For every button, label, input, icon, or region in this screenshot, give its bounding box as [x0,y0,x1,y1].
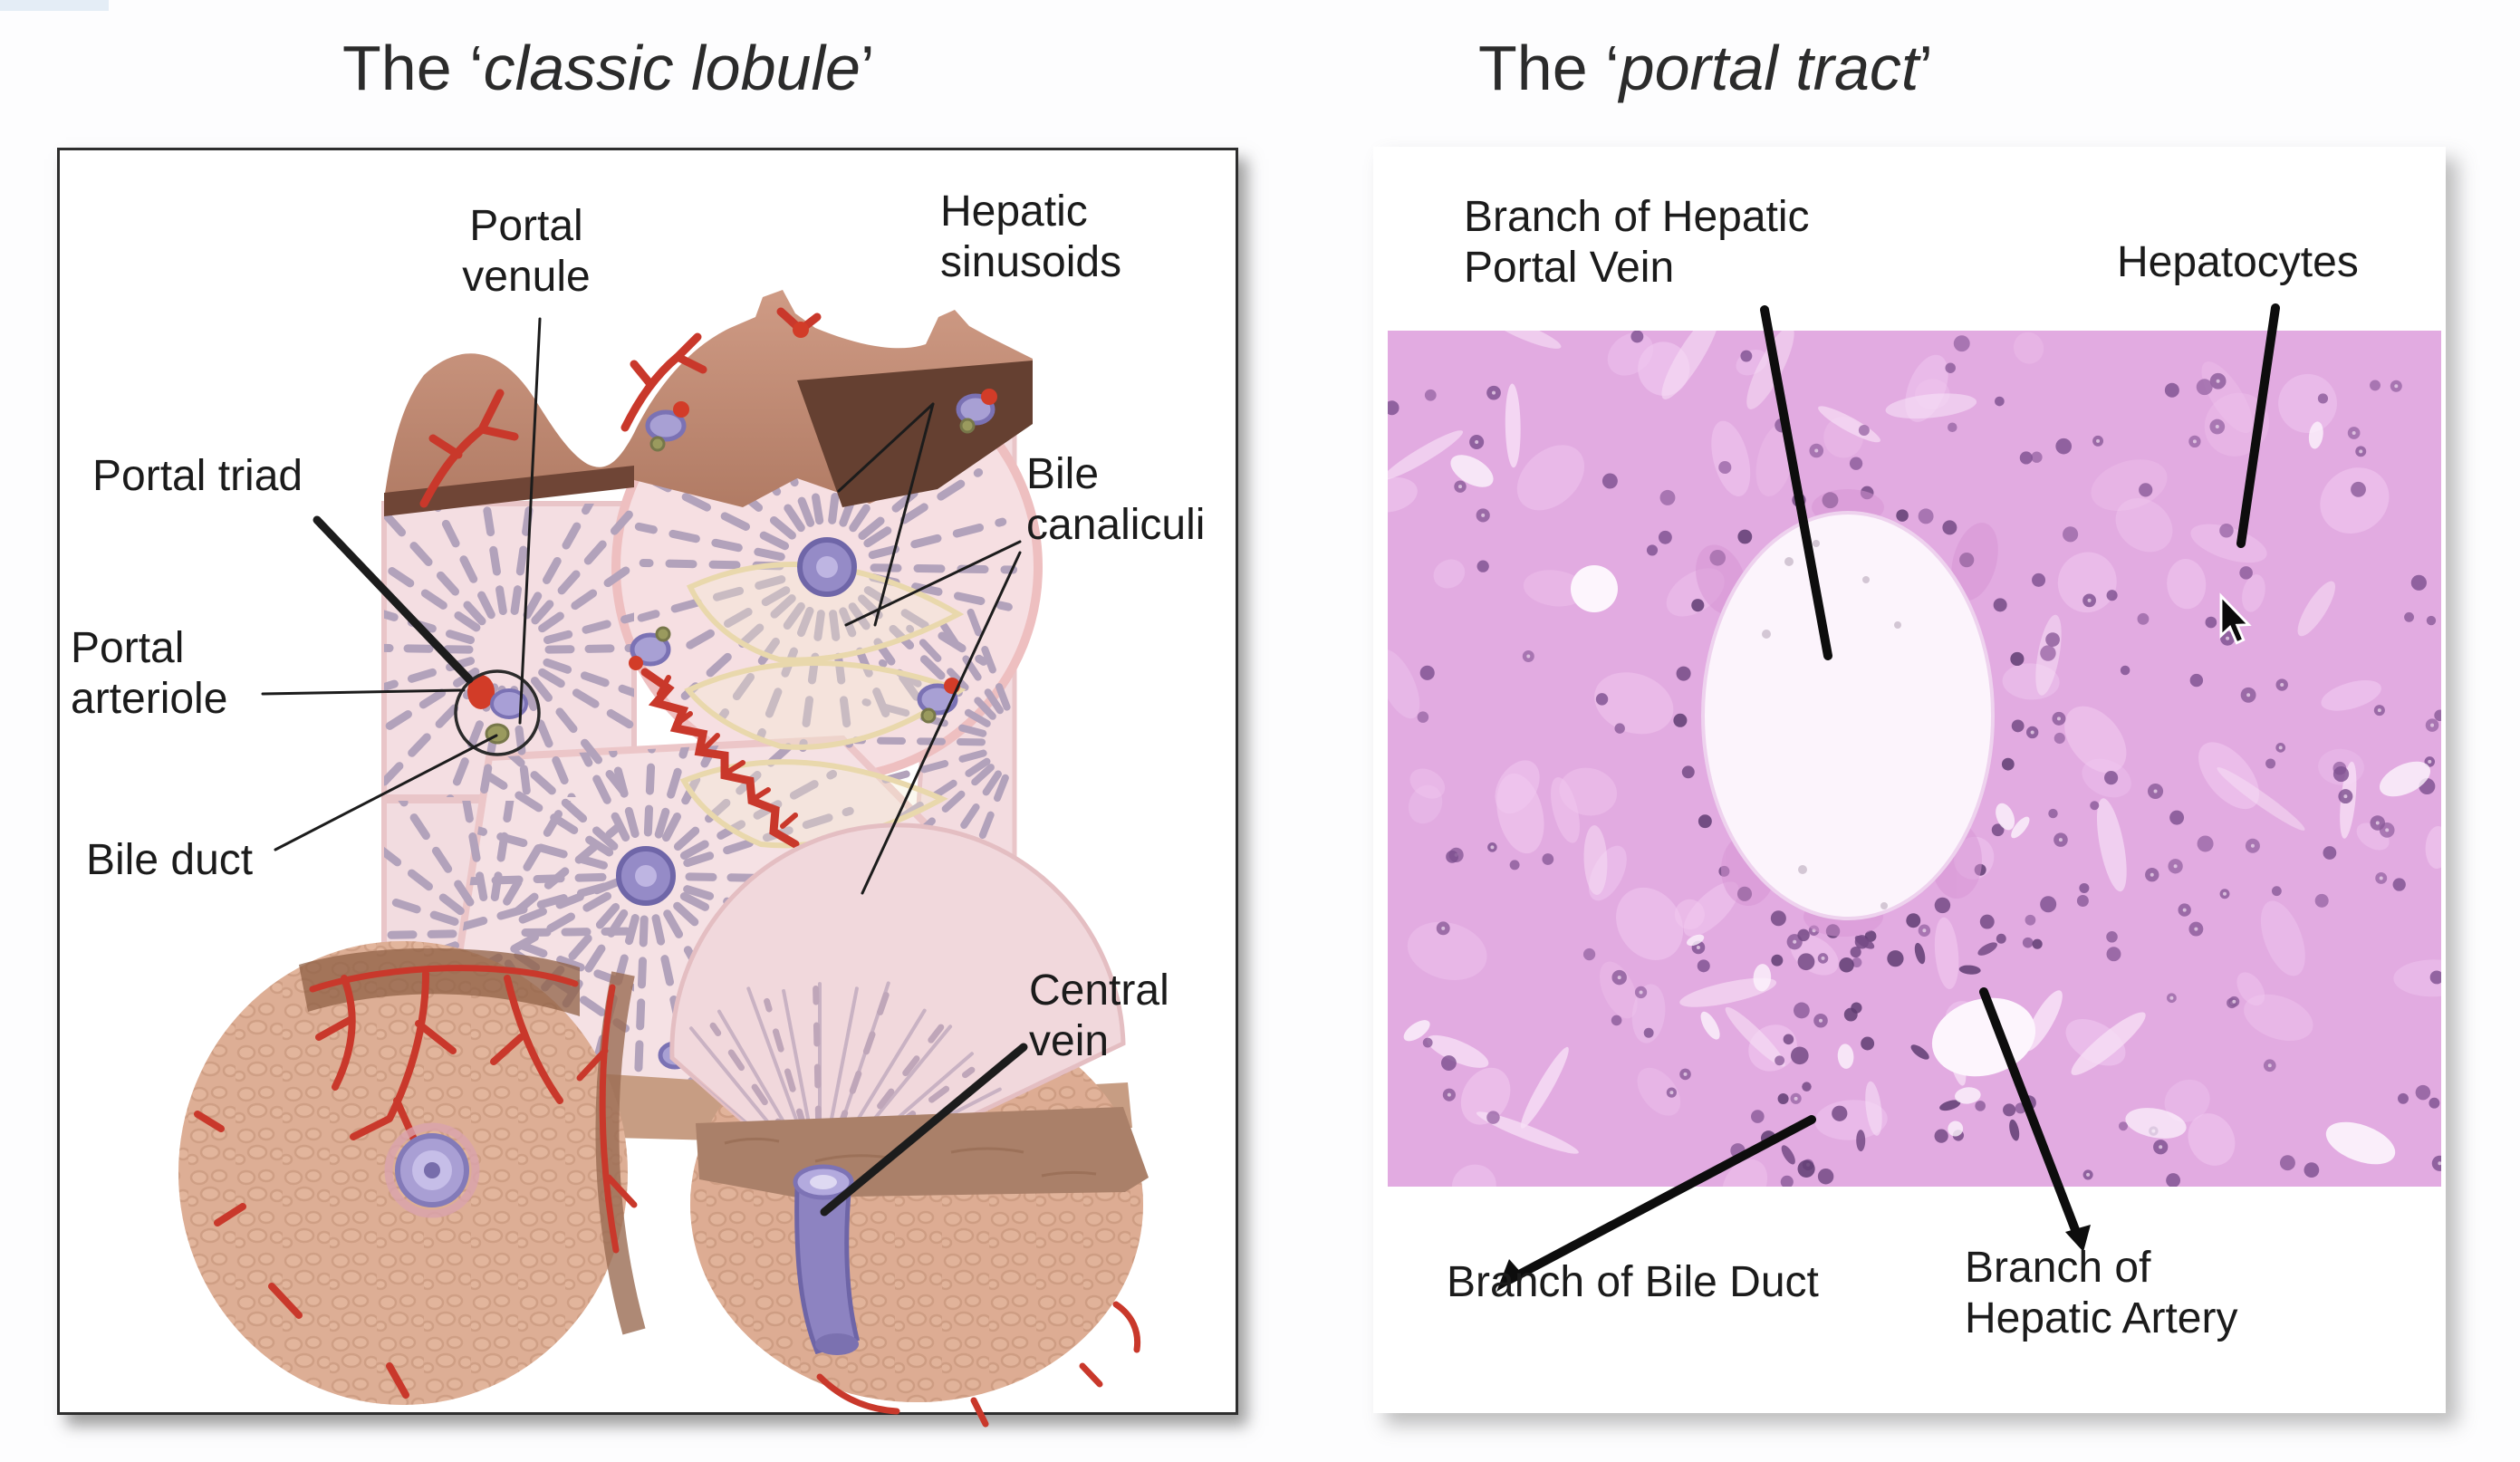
open-quote: ‘ [1605,33,1620,103]
label-line: Central [1029,967,1169,1015]
close-quote: ’ [1919,33,1933,103]
title-italic: portal tract [1619,33,1919,103]
label-line: Branch of [1965,1244,2151,1292]
left-figure-title: The ‘classic lobule’ [342,33,875,103]
label-line: Bile duct [86,836,254,884]
label-line: Hepatocytes [2117,238,2359,286]
right-figure-title: The ‘portal tract’ [1478,33,1933,103]
open-quote: ‘ [469,33,484,103]
label-line: Portal [71,624,185,672]
label-line: canaliculi [1026,501,1206,549]
label-line: Portal Vein [1464,244,1675,292]
label-line: venule [462,253,591,301]
label-bile-duct: Bile duct [86,835,253,886]
label-line: Branch of Hepatic [1464,193,1810,241]
label-line: Hepatic [940,188,1088,236]
video-edge-artifact [0,0,109,11]
label-line: arteriole [71,675,228,723]
label-line: Branch of Bile Duct [1447,1258,1819,1306]
label-portal-triad: Portal triad [92,451,303,502]
close-quote: ’ [860,33,875,103]
label-line: Portal [469,202,583,250]
label-branch-bile-duct: Branch of Bile Duct [1447,1257,1819,1308]
label-line: Hepatic Artery [1965,1294,2238,1342]
label-line: vein [1029,1017,1110,1065]
title-prefix: The [1478,33,1606,103]
label-line: Portal triad [92,452,303,500]
label-hepatocytes: Hepatocytes [2117,237,2359,288]
label-line: sinusoids [940,238,1122,286]
title-prefix: The [342,33,470,103]
label-line: Bile [1026,450,1100,498]
classic-lobule-figure-frame [57,148,1238,1415]
portal-tract-figure-card [1373,147,2446,1413]
title-italic: classic lobule [483,33,861,103]
